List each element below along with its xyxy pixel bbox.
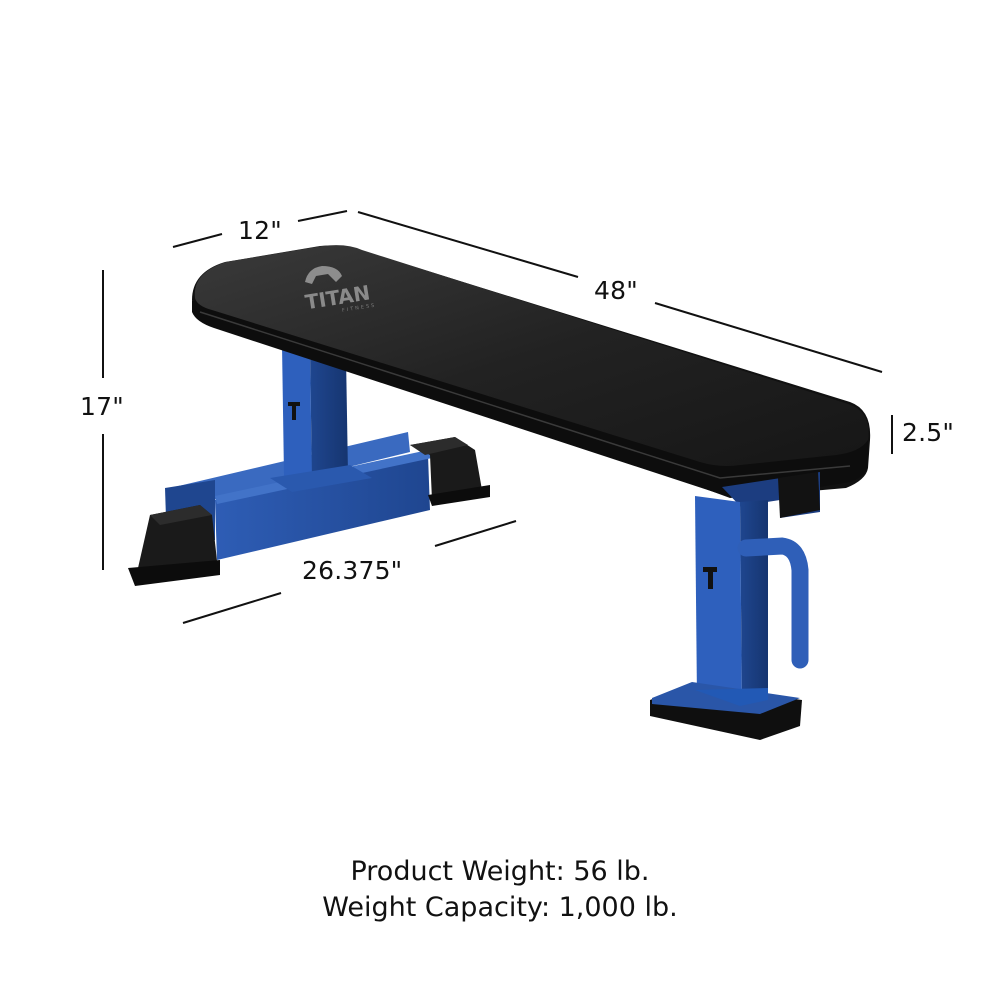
spartan-helmet-icon <box>305 266 342 284</box>
rear-foot-left <box>128 505 220 586</box>
dim-line-width-right <box>297 210 348 222</box>
dimension-pad-thickness-label: 2.5" <box>902 418 955 447</box>
dim-line-base-right <box>434 520 517 547</box>
dim-line-width-left <box>172 233 223 248</box>
leg-handle <box>737 537 809 669</box>
dim-line-base-left <box>182 592 282 624</box>
rear-foot-right <box>410 437 490 506</box>
rear-base <box>128 345 490 586</box>
rear-upright <box>270 345 372 492</box>
dimension-height-label: 17" <box>80 392 124 421</box>
brand-logo-subtext: FITNESS <box>342 302 377 313</box>
dimension-base-width-label: 26.375" <box>302 556 403 585</box>
product-weight-text: Product Weight: 56 lb. <box>350 856 650 887</box>
upright-mark-icon <box>703 567 717 572</box>
dim-line-length-left <box>357 211 579 278</box>
upright-mark-icon <box>288 402 300 406</box>
dimension-lines <box>102 210 893 624</box>
weight-capacity-text: Weight Capacity: 1,000 lb. <box>322 892 678 923</box>
bench-pad: TITAN FITNESS <box>192 245 871 498</box>
dimension-width-label: 12" <box>238 216 282 245</box>
dim-line-length-right <box>654 302 883 373</box>
front-upright <box>650 472 820 740</box>
dimension-length-label: 48" <box>594 276 638 305</box>
